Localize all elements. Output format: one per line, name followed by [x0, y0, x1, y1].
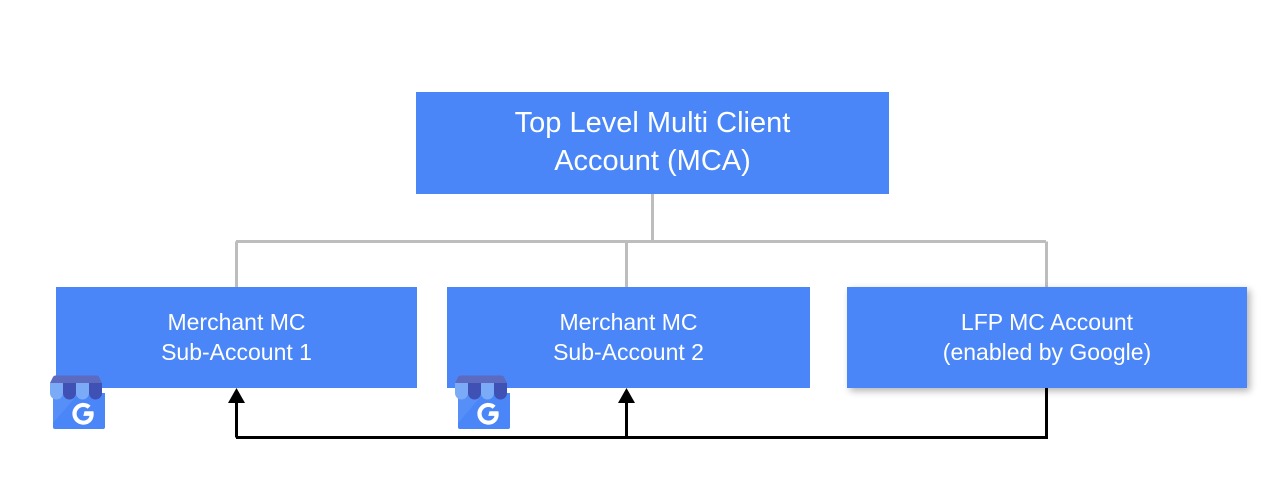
node-lfp-mc-account[interactable]: LFP MC Account (enabled by Google): [847, 287, 1247, 388]
node-lfp-mc-account-line1: LFP MC Account: [960, 308, 1134, 335]
node-merchant-sub-account-1-line1: Merchant MC: [167, 308, 306, 335]
node-top-level-mca-line2: Account (MCA): [554, 145, 751, 177]
google-business-profile-icon: [455, 375, 510, 429]
flow-arrowhead-sub2: [618, 388, 635, 403]
node-merchant-sub-account-2[interactable]: Merchant MC Sub-Account 2: [447, 287, 810, 388]
node-merchant-sub-account-1-line2: Sub-Account 1: [161, 338, 312, 365]
node-merchant-sub-account-2-line1: Merchant MC: [559, 308, 698, 335]
flow-arrowhead-sub1: [228, 388, 245, 403]
node-top-level-mca[interactable]: Top Level Multi Client Account (MCA): [416, 92, 889, 194]
node-lfp-mc-account-line2: (enabled by Google): [942, 338, 1152, 365]
node-merchant-sub-account-1[interactable]: Merchant MC Sub-Account 1: [56, 287, 417, 388]
google-g-glyph: [477, 402, 499, 425]
google-business-profile-icon: [50, 375, 105, 429]
google-g-glyph: [72, 402, 94, 425]
node-merchant-sub-account-2-line2: Sub-Account 2: [553, 338, 704, 365]
node-top-level-mca-line1: Top Level Multi Client: [514, 107, 791, 140]
